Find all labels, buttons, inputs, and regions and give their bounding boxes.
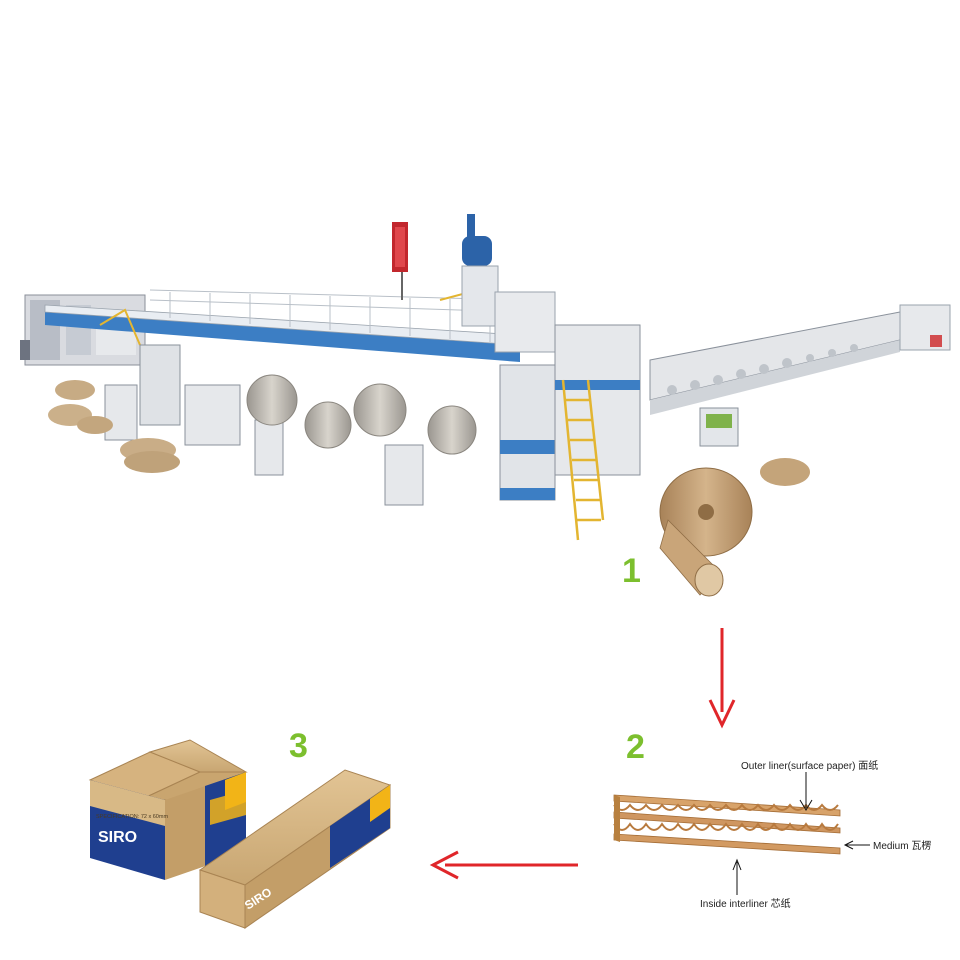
double-backer-section bbox=[649, 304, 951, 447]
corrugated-board-section bbox=[613, 794, 841, 855]
mill-roll-stands bbox=[104, 344, 477, 506]
blower-unit bbox=[461, 214, 499, 327]
carton-box-long: SIRO bbox=[198, 769, 392, 929]
box-spec-large: SPECIFICATION: 72 x 60mm bbox=[96, 814, 168, 820]
outer-liner-label: Outer liner(surface paper) 面纸 bbox=[741, 759, 878, 772]
overhead-bridge bbox=[44, 289, 521, 362]
corrugator-line-illustration bbox=[20, 214, 951, 597]
arrow-down bbox=[708, 628, 736, 729]
step-number-1: 1 bbox=[622, 552, 641, 590]
step-number-3: 3 bbox=[289, 727, 308, 765]
inside-interliner-label: Inside interliner 芯纸 bbox=[700, 897, 791, 910]
kraft-paper-rolls bbox=[48, 380, 810, 597]
arrow-left bbox=[429, 850, 578, 880]
box-brand-large: SIRO bbox=[98, 829, 137, 846]
label-leaders bbox=[732, 772, 870, 895]
single-facer-unit bbox=[494, 291, 641, 501]
access-ladder bbox=[561, 379, 605, 541]
medium-label: Medium 瓦楞 bbox=[873, 839, 931, 852]
display-tower bbox=[392, 222, 408, 300]
step-number-2: 2 bbox=[626, 728, 645, 766]
